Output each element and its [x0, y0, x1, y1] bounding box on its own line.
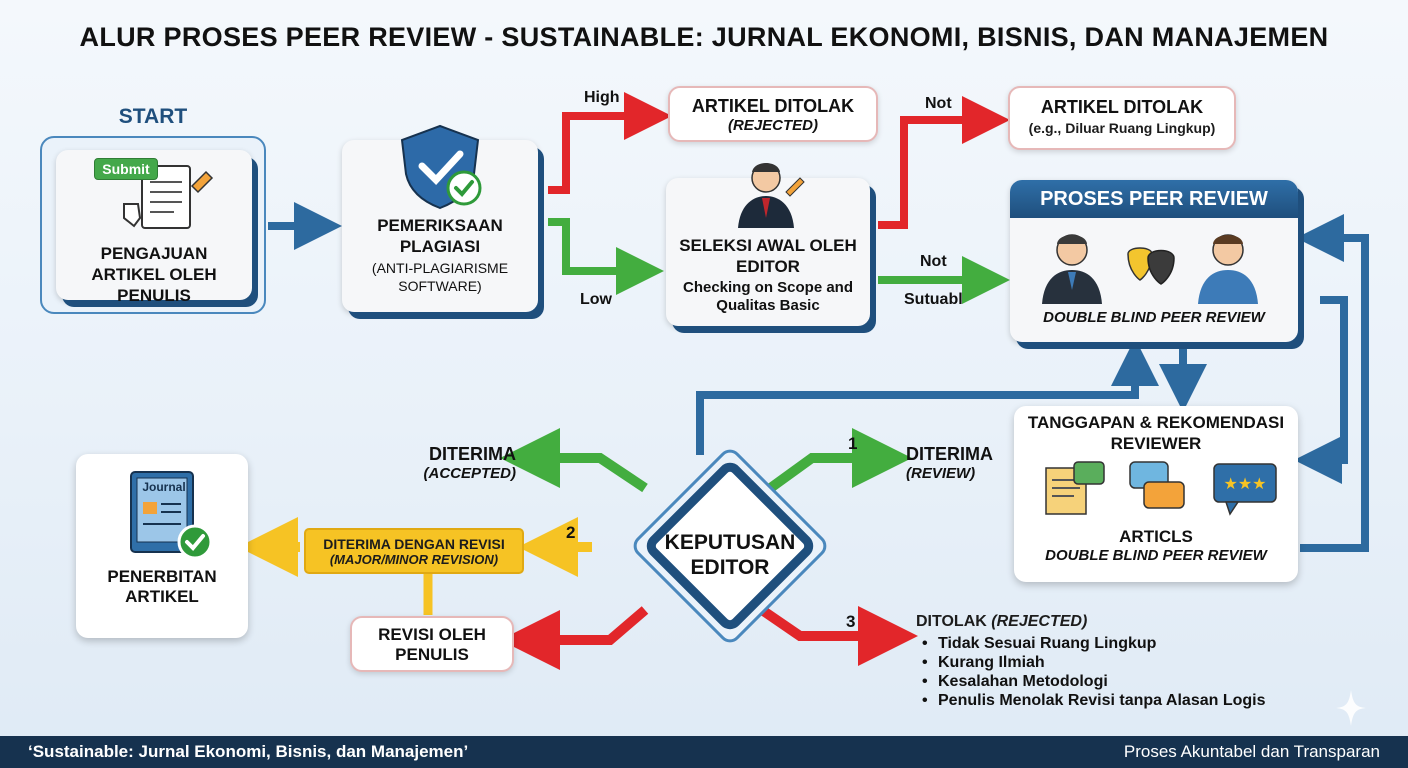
- revisi-penulis-card[interactable]: REVISI OLEH PENULIS: [350, 616, 514, 672]
- svg-text:★★★: ★★★: [1223, 474, 1266, 493]
- ditolak-reasons: Tidak Sesuai Ruang Lingkup Kurang Ilmiah…: [920, 634, 1296, 710]
- tanggapan-bottom2: DOUBLE BLIND PEER REVIEW: [1045, 547, 1267, 564]
- start-heading: START: [118, 105, 188, 128]
- rejected2-sub: (e.g., Diluar Ruang Lingkup): [1028, 120, 1216, 136]
- ditolak-sub: (REJECTED): [991, 613, 1088, 630]
- list-item: Penulis Menolak Revisi tanpa Alasan Logi…: [920, 691, 1296, 710]
- diterima-accepted-title: DITERIMA: [429, 444, 516, 464]
- rejected1-sub: (REJECTED): [727, 117, 818, 134]
- rejected2-card[interactable]: ARTIKEL DITOLAK (e.g., Diluar Ruang Ling…: [1008, 86, 1236, 150]
- reviewers-masks-icon: [1042, 234, 1258, 304]
- penerbitan-card[interactable]: Journal PENERBITAN ARTIKEL: [76, 454, 248, 638]
- diterima-accepted-sub: (ACCEPTED): [423, 465, 517, 482]
- list-item: Kesalahan Metodologi: [920, 672, 1296, 691]
- plagiasi-card[interactable]: PEMERIKSAAN PLAGIASI (ANTI-PLAGIARISME S…: [342, 124, 538, 312]
- branch-not-mid-label: Not: [920, 253, 947, 270]
- branch-not-top-label: Not: [925, 95, 952, 112]
- revisi-num: 2: [566, 523, 576, 542]
- diterima-review: DITERIMA (REVIEW): [906, 444, 1026, 482]
- start-text: PENGAJUAN ARTIKEL OLEH PENULIS: [91, 244, 217, 305]
- diterima-review-title: DITERIMA: [906, 444, 993, 464]
- branch-high-label: High: [584, 89, 620, 106]
- footer-bar: ‘Sustainable: Jurnal Ekonomi, Bisnis, da…: [0, 736, 1408, 768]
- arrow-low: [548, 218, 664, 295]
- arrow-ditolak: [759, 605, 918, 666]
- submit-document-icon: [123, 165, 214, 229]
- diterima-accepted: DITERIMA (ACCEPTED): [416, 444, 517, 482]
- page-title: ALUR PROSES PEER REVIEW - SUSTAINABLE: J…: [79, 22, 1329, 52]
- tanggapan-bottom1: ARTICLS: [1119, 527, 1193, 546]
- rejected2-title: ARTIKEL DITOLAK: [1040, 97, 1204, 117]
- plagiasi-sub: (ANTI-PLAGIARISME SOFTWARE): [371, 260, 509, 294]
- shield-check-icon: [400, 124, 482, 210]
- keputusan-title: KEPUTUSAN EDITOR: [664, 531, 796, 579]
- penerbitan-title: PENERBITAN ARTIKEL: [107, 567, 217, 606]
- ditolak-block: DITOLAK (REJECTED) Tidak Sesuai Ruang Li…: [916, 612, 1296, 710]
- rejected1-title: ARTIKEL DITOLAK: [691, 96, 855, 116]
- arrow-accepted: [500, 428, 648, 493]
- revisi-sub: (MAJOR/MINOR REVISION): [329, 552, 499, 567]
- plagiasi-title: PEMERIKSAAN PLAGIASI: [377, 216, 503, 256]
- list-item: Tidak Sesuai Ruang Lingkup: [920, 634, 1296, 653]
- revisi-penulis-title: REVISI OLEH PENULIS: [378, 625, 486, 664]
- ditolak-num: 3: [846, 612, 856, 631]
- revisi-box[interactable]: DITERIMA DENGAN REVISI (MAJOR/MINOR REVI…: [304, 528, 524, 574]
- tanggapan-card[interactable]: TANGGAPAN & REKOMENDASI REVIEWER ★★★ ART…: [1014, 406, 1298, 582]
- revisi-title: DITERIMA DENGAN REVISI: [323, 536, 505, 552]
- sparkle-icon: [1336, 690, 1366, 726]
- diterima-review-num: 1: [848, 434, 858, 453]
- footer-left: ‘Sustainable: Jurnal Ekonomi, Bisnis, da…: [28, 742, 469, 761]
- journal-label: Journal: [142, 480, 186, 494]
- arrow-loop-inner: [1294, 296, 1348, 484]
- seleksi-card[interactable]: SELEKSI AWAL OLEH EDITOR Checking on Sco…: [666, 163, 870, 326]
- peer-review-header: PROSES PEER REVIEW: [1010, 180, 1298, 218]
- rejected1-card[interactable]: ARTIKEL DITOLAK (REJECTED): [668, 86, 878, 142]
- submit-button-label: Submit: [94, 158, 158, 180]
- diterima-review-sub: (REVIEW): [906, 465, 976, 482]
- ditolak-title: DITOLAK: [916, 613, 987, 630]
- seleksi-sub: Checking on Scope and Qualitas Basic: [682, 279, 854, 314]
- branch-suitable-label: Sutuabl: [904, 291, 963, 308]
- footer-right: Proses Akuntabel dan Transparan: [1123, 742, 1380, 761]
- arrow-to-revisi-penulis: [500, 606, 649, 670]
- arrow-seleksi-not: [878, 96, 1010, 229]
- editor-person-icon: [738, 163, 805, 228]
- keputusan-diamond[interactable]: KEPUTUSAN EDITOR: [620, 436, 840, 656]
- journal-book-icon: [130, 471, 213, 560]
- arrow-high: [548, 92, 672, 194]
- arrow-loop-outer: [1296, 214, 1369, 552]
- peer-review-card[interactable]: PROSES PEER REVIEW DOUBLE BLIND PEER REV…: [1010, 180, 1298, 342]
- arrow-review: [762, 428, 912, 497]
- start-card[interactable]: Submit PENGAJUAN ARTIKEL OLEH PENULIS: [56, 150, 252, 305]
- list-item: Kurang Ilmiah: [920, 653, 1296, 672]
- arrow-keputusan-to-peer: [696, 338, 1159, 455]
- keputusan-diamond-shape: [633, 449, 827, 643]
- seleksi-title: SELEKSI AWAL OLEH EDITOR: [679, 236, 857, 276]
- tanggapan-title: TANGGAPAN & REKOMENDASI REVIEWER: [1027, 413, 1285, 453]
- branch-low-label: Low: [580, 291, 612, 308]
- peer-review-footer: DOUBLE BLIND PEER REVIEW: [1043, 309, 1265, 326]
- feedback-chat-icons: ★★★: [1045, 461, 1277, 516]
